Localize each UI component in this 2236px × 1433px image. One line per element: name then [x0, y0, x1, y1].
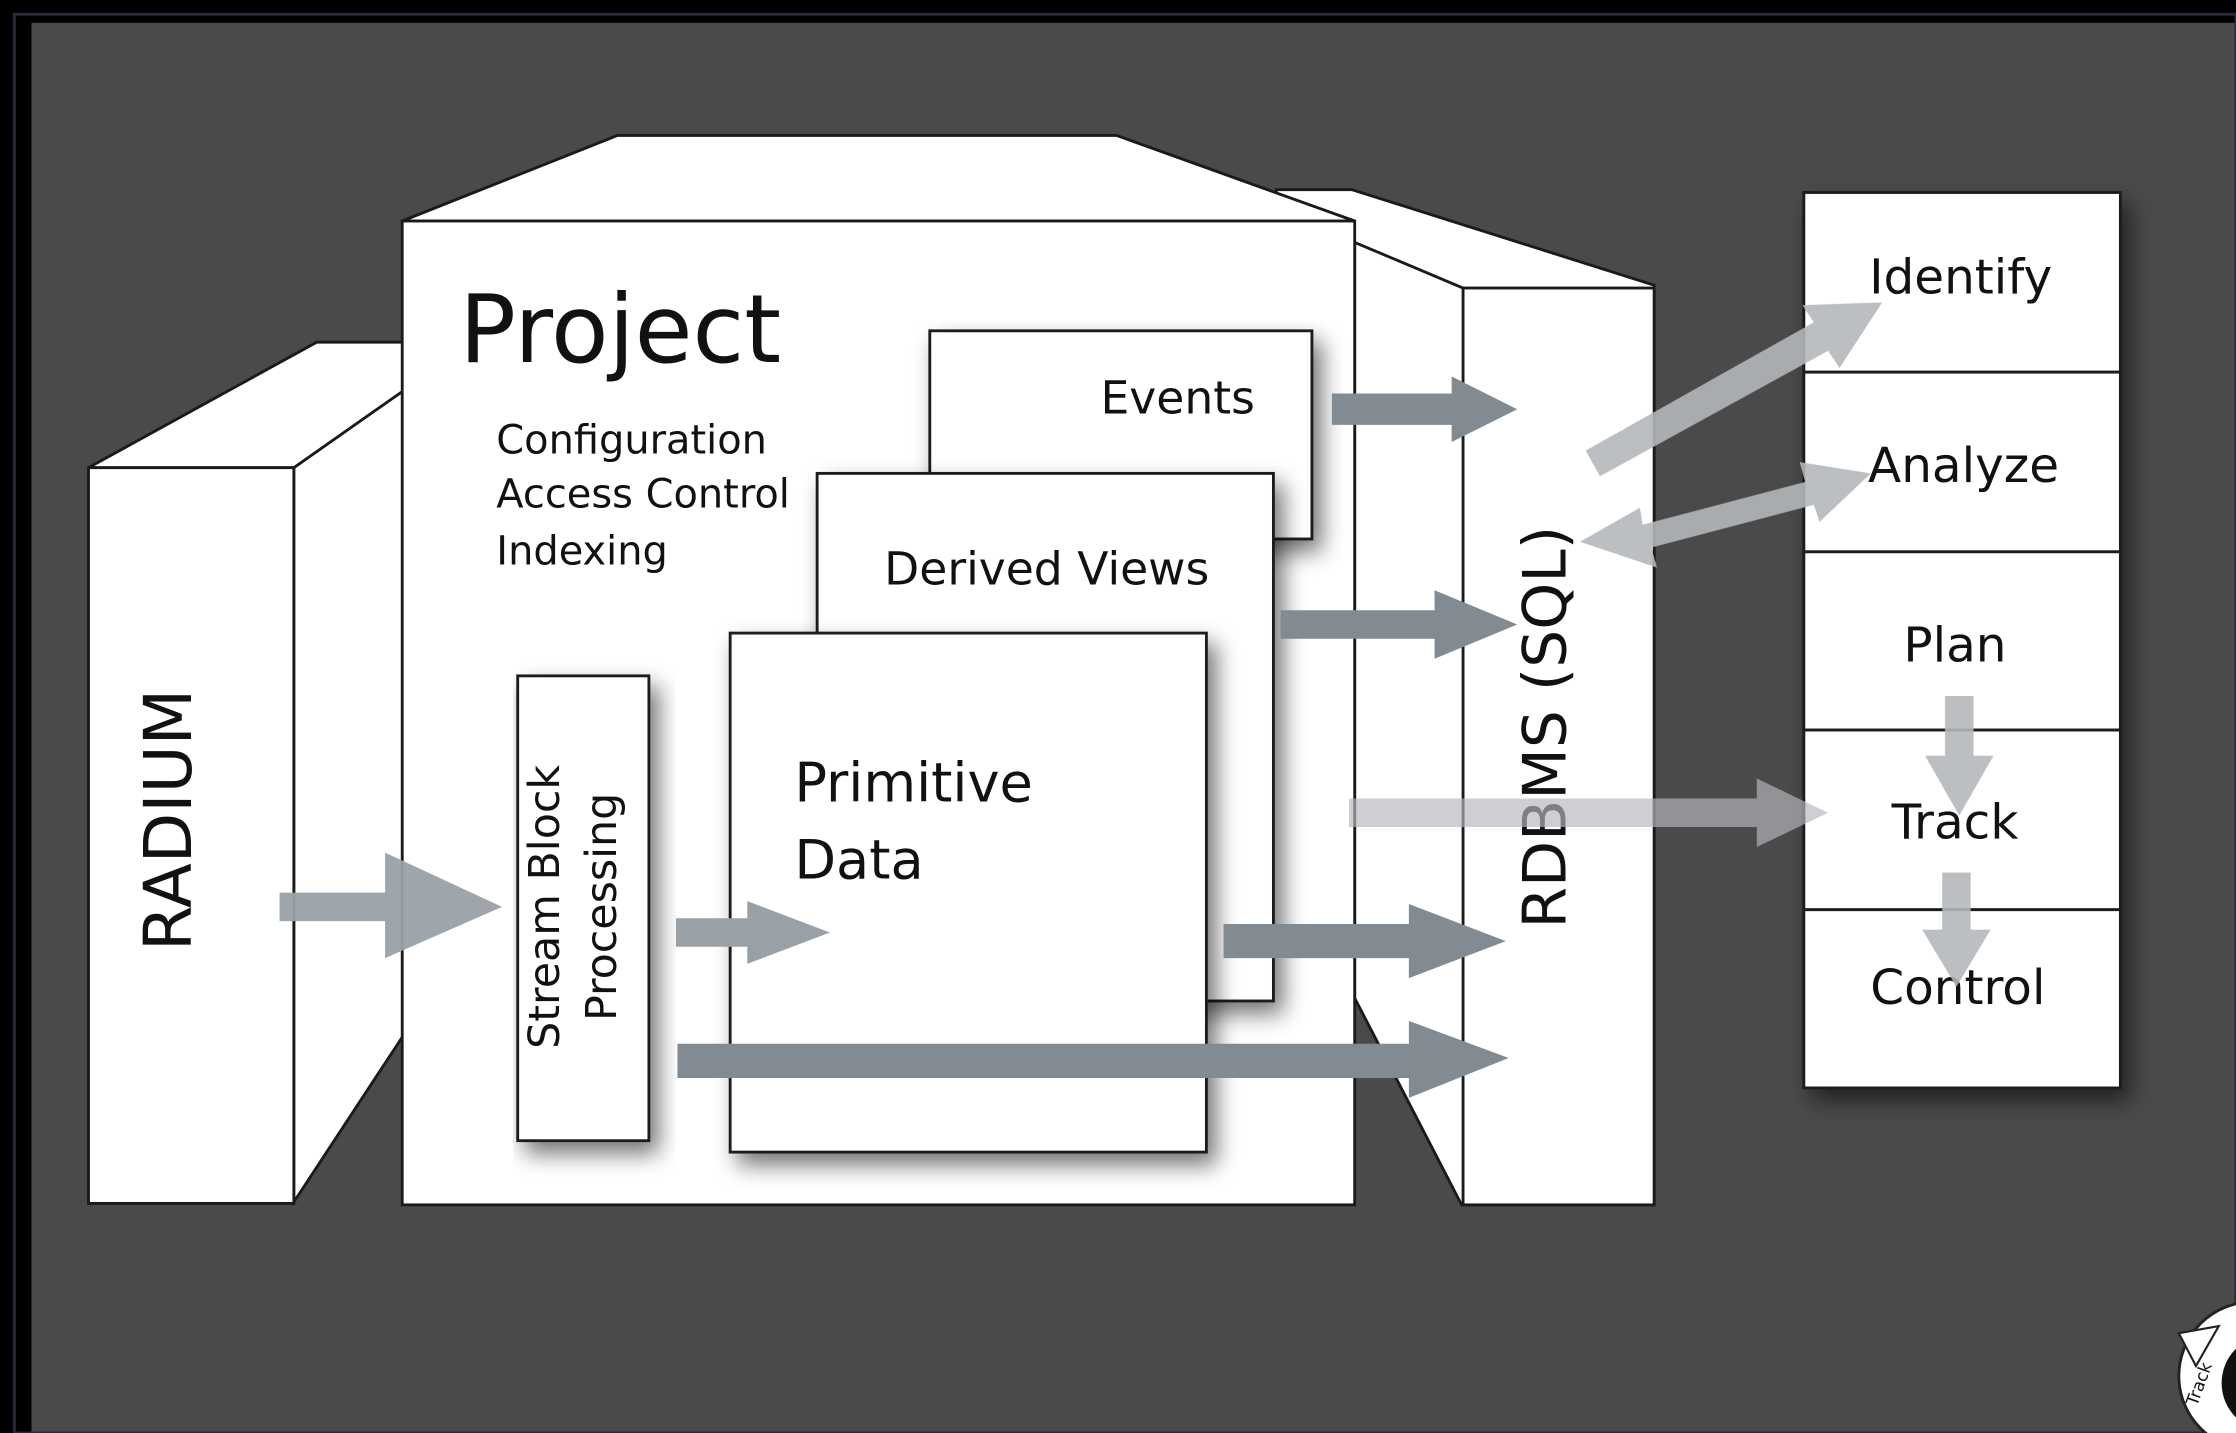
stream-block-box: [516, 674, 651, 1143]
arrow-stream-to-rdbms: [677, 1020, 1509, 1098]
rdbms-edge: [1354, 241, 1464, 290]
arrow-stream-to-primitive: [675, 901, 830, 964]
arrow-radium-to-stream: [279, 852, 503, 959]
stream-block-label-line1: Stream Block: [520, 765, 570, 1049]
radium-block: [87, 340, 430, 1207]
radium-label: RADIUM: [131, 689, 207, 951]
project-title: Project: [459, 276, 781, 385]
events-label: Events: [1100, 372, 1254, 425]
stage-identify-label: Identify: [1869, 250, 2052, 306]
arrow-analyze-rdbms-bidirectional: [1579, 461, 1871, 568]
arrow-primitive-to-rdbms: [1223, 904, 1506, 979]
primitive-data-label-line1: Primitive: [794, 751, 1033, 814]
flow-arrows: [279, 376, 1518, 1098]
derived-views-label: Derived Views: [884, 543, 1209, 596]
stream-block-label-line2: Processing: [577, 793, 627, 1021]
badge-pointer-icon: [2177, 1324, 2221, 1369]
arrow-events-to-rdbms: [1331, 376, 1518, 443]
project-feature-configuration: Configuration: [496, 417, 767, 463]
arrow-track-to-control: [1922, 872, 1991, 987]
project-feature-access-control: Access Control: [496, 472, 790, 518]
stage-arrows: [1348, 302, 1994, 987]
stage-analyze-box: [1802, 370, 2122, 554]
arrow-rdbms-to-track: [1348, 778, 1829, 847]
arrow-plan-to-track: [1925, 695, 1994, 816]
track-badge: Track: [2177, 1302, 2236, 1433]
project-feature-indexing: Indexing: [496, 529, 668, 575]
badge-inner-dark: [2221, 1348, 2236, 1418]
stage-analyze-label: Analyze: [1868, 438, 2059, 494]
arrow-derived-to-rdbms: [1280, 590, 1518, 659]
arrow-rdbms-to-identify: [1585, 302, 1883, 477]
primitive-data-label-line2: Data: [794, 828, 923, 891]
rdbms-label: RDBMS (SQL): [1511, 526, 1581, 929]
stage-plan-label: Plan: [1903, 618, 2006, 674]
